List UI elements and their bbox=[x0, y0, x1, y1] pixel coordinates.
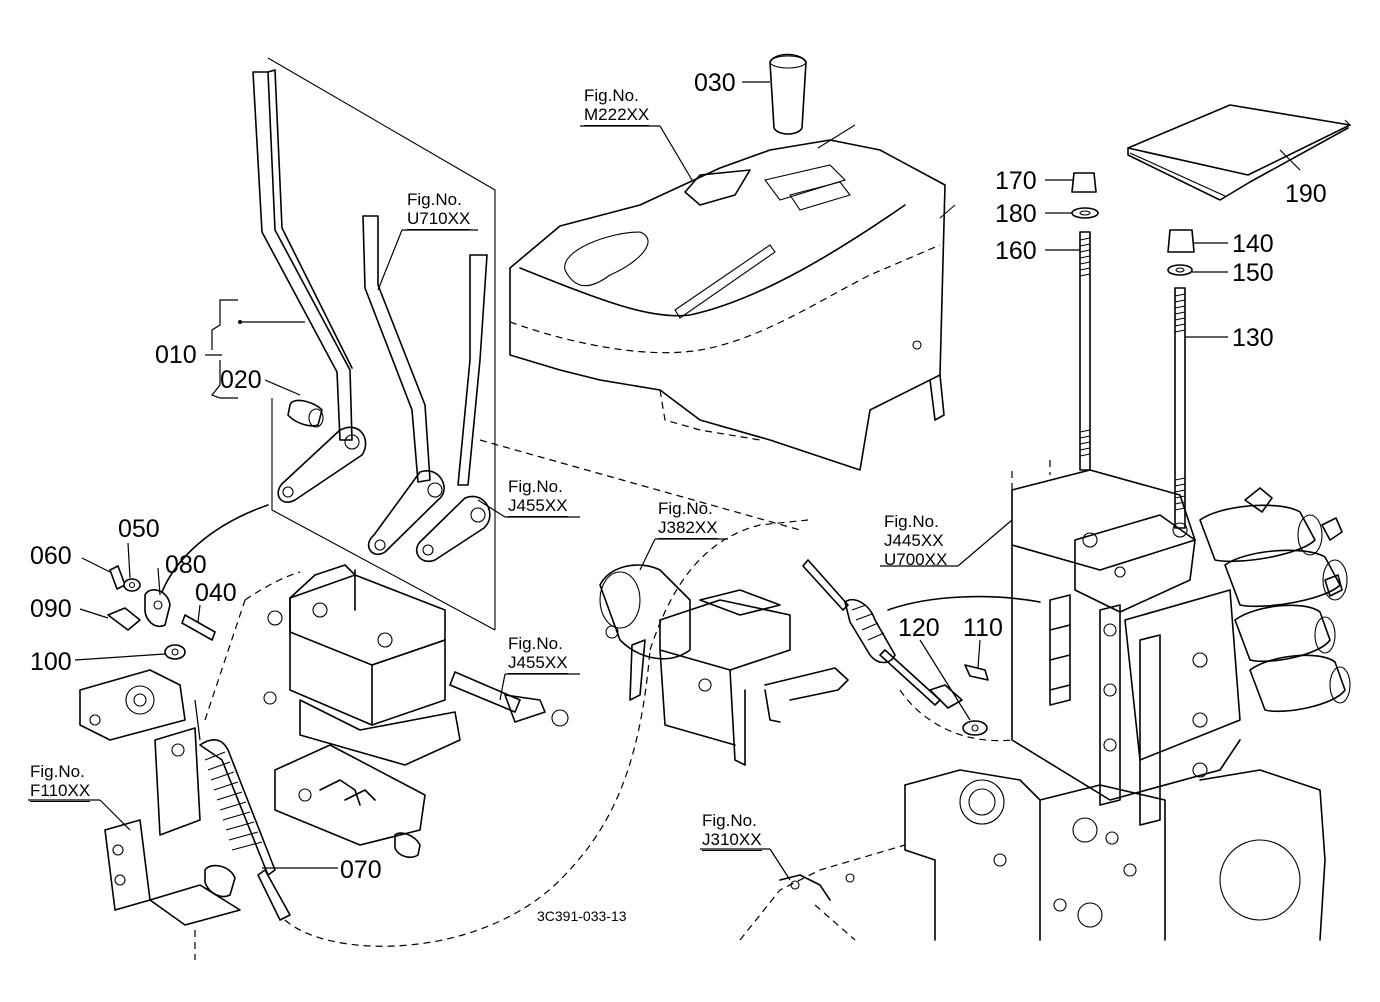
knob-030 bbox=[769, 53, 807, 135]
fig-ref-m222: Fig.No. M222XX bbox=[584, 86, 650, 126]
console-cover bbox=[509, 124, 956, 471]
bolts-and-nuts bbox=[1071, 172, 1195, 529]
fig-ref-number: U700XX bbox=[884, 550, 948, 569]
part-label-020: 020 bbox=[220, 366, 262, 394]
control-valve bbox=[1011, 460, 1351, 826]
part-label-050: 050 bbox=[118, 515, 160, 543]
cable-120 bbox=[802, 559, 989, 736]
fig-ref-number: J382XX bbox=[658, 518, 718, 539]
fig-ref-label: Fig.No. bbox=[658, 499, 713, 518]
part-label-180: 180 bbox=[995, 200, 1037, 228]
levers bbox=[252, 57, 496, 631]
part-label-170: 170 bbox=[995, 167, 1037, 195]
manual-190 bbox=[1127, 104, 1351, 201]
part-label-150: 150 bbox=[1232, 259, 1274, 287]
fig-ref-number: F110XX bbox=[30, 781, 91, 802]
part-label-040: 040 bbox=[195, 579, 237, 607]
fig-ref-j455-top: Fig.No. J455XX bbox=[508, 477, 568, 517]
bracket-assembly bbox=[244, 564, 569, 858]
fig-ref-j382: Fig.No. J382XX bbox=[658, 499, 718, 539]
fig-ref-label: Fig.No. bbox=[584, 86, 639, 105]
part-label-060: 060 bbox=[30, 542, 72, 570]
fig-ref-label: Fig.No. bbox=[407, 190, 462, 209]
part-label-120: 120 bbox=[898, 614, 940, 642]
transmission-housing bbox=[739, 689, 1326, 941]
fig-ref-label: Fig.No. bbox=[30, 762, 85, 781]
fig-ref-f110: Fig.No. F110XX bbox=[30, 762, 91, 802]
small-parts bbox=[107, 565, 216, 660]
part-label-070: 070 bbox=[340, 856, 382, 884]
fig-ref-number: U710XX bbox=[407, 209, 471, 230]
drawing-code: 3C391-033-13 bbox=[537, 908, 627, 924]
fig-ref-number: J445XX bbox=[884, 531, 944, 550]
fig-ref-j445-u700: Fig.No. J445XX U700XX bbox=[884, 512, 947, 569]
fig-ref-label: Fig.No. bbox=[508, 634, 563, 653]
part-label-130: 130 bbox=[1232, 324, 1274, 352]
fig-ref-number: J455XX bbox=[508, 496, 568, 517]
part-label-140: 140 bbox=[1232, 230, 1274, 258]
fig-ref-label: Fig.No. bbox=[508, 477, 563, 496]
fig-ref-label: Fig.No. bbox=[884, 512, 939, 531]
part-label-090: 090 bbox=[30, 595, 72, 623]
part-label-080: 080 bbox=[165, 551, 207, 579]
part-label-190: 190 bbox=[1285, 180, 1327, 208]
part-label-160: 160 bbox=[995, 237, 1037, 265]
fig-ref-number: J455XX bbox=[508, 653, 568, 674]
fig-ref-number: J310XX bbox=[702, 830, 762, 851]
part-label-110: 110 bbox=[963, 614, 1003, 642]
fig-ref-j455-bottom: Fig.No. J455XX bbox=[508, 634, 568, 674]
part-label-010: 010 bbox=[155, 341, 197, 369]
fig-ref-number: M222XX bbox=[584, 105, 650, 126]
cable-070 bbox=[194, 699, 291, 921]
fig-ref-label: Fig.No. bbox=[702, 811, 757, 830]
bracket-f110 bbox=[79, 669, 241, 960]
fig-ref-j310: Fig.No. J310XX bbox=[702, 811, 762, 851]
fig-ref-u710: Fig.No. U710XX bbox=[407, 190, 471, 230]
leader-lines bbox=[28, 81, 1301, 881]
pedal-assembly-j382 bbox=[599, 564, 849, 766]
part-label-100: 100 bbox=[30, 648, 72, 676]
cable-routing bbox=[161, 439, 1041, 947]
part-label-030: 030 bbox=[694, 69, 736, 97]
